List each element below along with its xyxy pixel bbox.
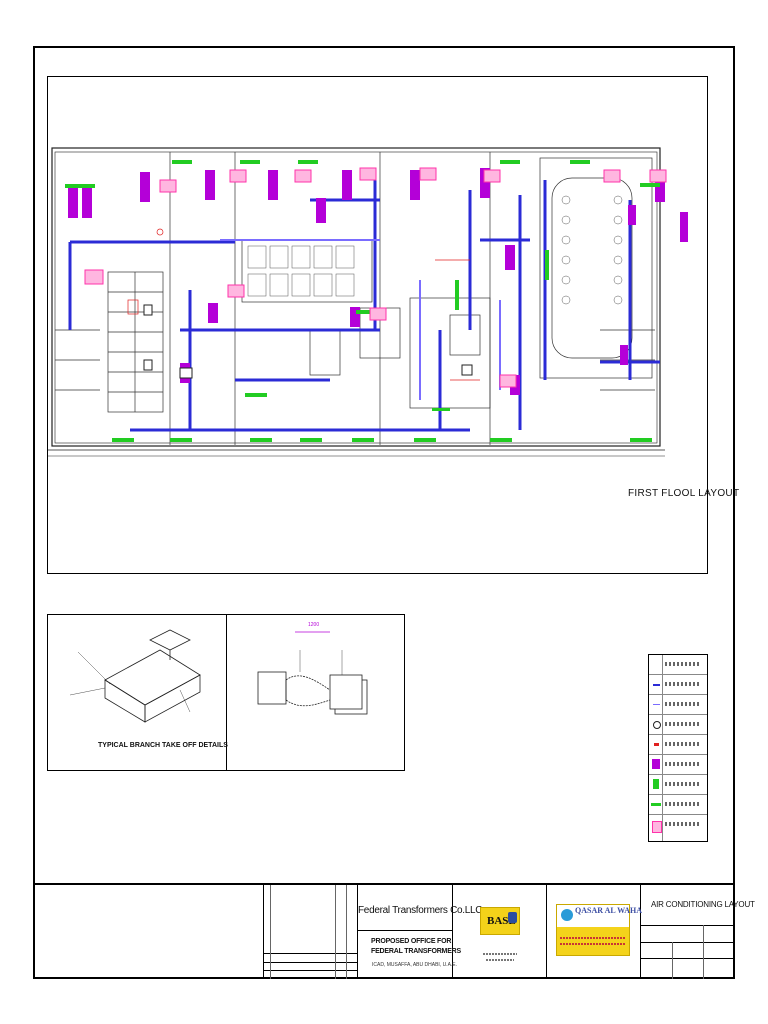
- legend-table: [648, 654, 708, 842]
- legend-text: [665, 762, 699, 766]
- tb-divider: [263, 953, 357, 954]
- tb-divider: [672, 942, 673, 979]
- tb-divider: [640, 958, 735, 959]
- drawing-title: AIR CONDITIONING LAYOUT: [651, 900, 755, 909]
- red-annotations: [127, 228, 480, 381]
- legend-text: [665, 702, 699, 706]
- indoor-units: [84, 167, 667, 388]
- tb-divider: [640, 885, 641, 979]
- exhaust-fans: [143, 304, 473, 379]
- return-grille-icon: [650, 775, 663, 794]
- legend-row: [649, 695, 707, 715]
- legend-row: [649, 755, 707, 775]
- plenum-dimension-label: 1200: [308, 622, 320, 628]
- details-divider: [226, 614, 227, 771]
- tb-divider: [346, 885, 347, 979]
- legend-row: [649, 775, 707, 795]
- legend-row: [649, 795, 707, 815]
- tb-divider: [263, 962, 357, 963]
- drawing-sheet-border: [33, 46, 735, 979]
- branch-takeoff-drawing: [69, 629, 201, 723]
- tb-divider: [357, 930, 452, 931]
- mep-logo-header: [557, 905, 629, 927]
- linear-grille-icon: [650, 795, 663, 814]
- tb-divider: [263, 885, 264, 979]
- tb-divider: [703, 925, 704, 979]
- supply-diffusers: [68, 168, 688, 395]
- legend-text: [665, 722, 699, 726]
- title-block: [33, 883, 735, 979]
- mep-logo-text: QASAR AL WAHA: [575, 906, 642, 915]
- tb-divider: [335, 885, 336, 979]
- legend-text: [665, 782, 699, 786]
- indoor-unit-icon: [650, 815, 663, 841]
- floor-plan-drawing: [48, 147, 688, 457]
- legend-text: [665, 802, 699, 806]
- duct-run-icon: [650, 675, 663, 694]
- project-location: ICAD, MUSAFFA, ABU DHABI, U.A.E.: [372, 962, 458, 968]
- legend-row: [649, 715, 707, 735]
- tb-divider: [546, 885, 547, 979]
- floor-plan-title: FIRST FLOOL LAYOUT: [628, 488, 740, 499]
- legend-header-text: [665, 662, 699, 666]
- main-contractor-contact: [486, 959, 514, 961]
- supply-diffuser-icon: [650, 755, 663, 774]
- flexible-duct-icon: [650, 695, 663, 714]
- main-contractor-address: [483, 953, 517, 955]
- project-name: PROPOSED OFFICE FOR FEDERAL TRANSFORMERS: [371, 938, 461, 955]
- legend-row: [649, 655, 707, 675]
- legend-row: [649, 675, 707, 695]
- tb-divider: [640, 925, 735, 926]
- tb-divider: [270, 885, 271, 979]
- fire-damper-icon: [650, 735, 663, 754]
- branch-takeoff-caption: TYPICAL BRANCH TAKE OFF DETAILS: [98, 742, 228, 749]
- tb-divider: [357, 885, 358, 979]
- base-logo-mark: [508, 912, 517, 923]
- legend-text: [665, 682, 699, 686]
- legend-header-cell: [650, 655, 663, 674]
- mep-logo-contact: [560, 937, 626, 939]
- tb-divider: [263, 970, 357, 971]
- legend-text: [665, 822, 699, 826]
- floor-plan-viewport: [47, 76, 708, 574]
- mep-logo-contact: [560, 943, 626, 945]
- legend-row: [649, 815, 707, 841]
- tb-divider: [640, 942, 735, 943]
- exhaust-fan-icon: [650, 715, 663, 734]
- tb-divider: [452, 885, 453, 979]
- main-contractor-logo: BASE: [480, 907, 520, 935]
- building-walls: [48, 147, 665, 457]
- return-grilles: [65, 160, 660, 442]
- legend-text: [665, 742, 699, 746]
- client-name: Federal Transformers Co.LLC: [358, 905, 483, 916]
- mep-logo-emblem: [561, 909, 573, 921]
- legend-row: [649, 735, 707, 755]
- typical-details-drawing: [69, 629, 368, 723]
- office-furniture: [247, 195, 623, 305]
- plenum-box-drawing: [257, 631, 368, 715]
